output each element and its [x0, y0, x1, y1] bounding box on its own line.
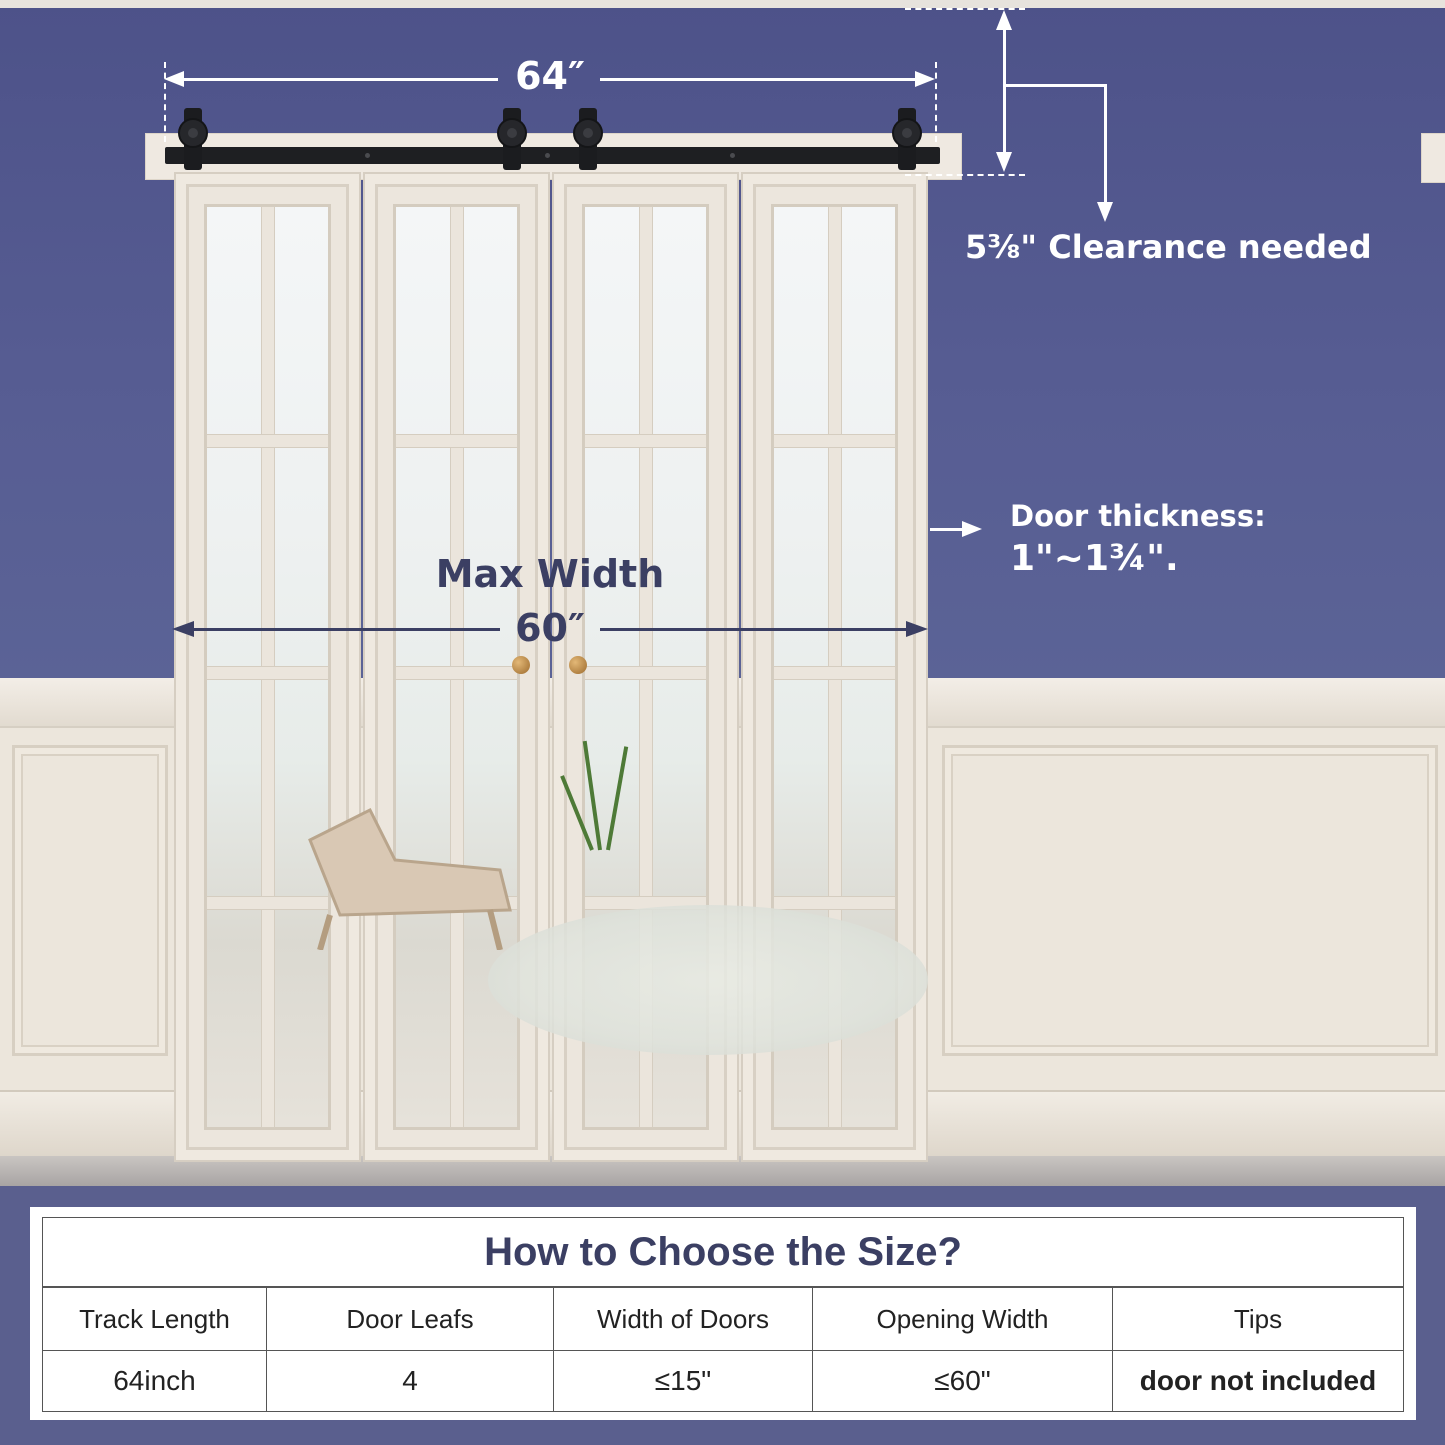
- arrow-right-icon: [915, 71, 935, 87]
- track-left-guide: [164, 62, 166, 142]
- clearance-bottom-guide: [905, 174, 1025, 176]
- cell-opening-width: ≤60": [812, 1350, 1113, 1412]
- clearance-dimension-line: [1003, 28, 1006, 154]
- clearance-leader-v: [1104, 84, 1107, 204]
- clearance-label: 5⅜" Clearance needed: [965, 228, 1372, 266]
- arrow-down-icon: [996, 152, 1012, 172]
- arrow-right-icon: [962, 521, 982, 537]
- arrow-left-icon: [164, 71, 184, 87]
- header-width-of-doors: Width of Doors: [553, 1287, 813, 1351]
- door-glass: [204, 204, 331, 1130]
- door-knob-icon: [569, 656, 587, 674]
- table-row: 64inch 4 ≤15" ≤60" door not included: [42, 1350, 1404, 1412]
- door-leaf-1: [174, 172, 361, 1162]
- door-thickness-value: 1"~1¾".: [1010, 538, 1179, 579]
- track-dimension-line-left: [180, 78, 498, 81]
- clearance-top-guide: [905, 8, 1025, 10]
- track-length-label: 64″: [515, 54, 585, 98]
- arrow-down-icon: [1097, 202, 1113, 222]
- barn-door-hardware-hanger-icon: [178, 108, 208, 170]
- ceiling-strip: [0, 0, 1445, 8]
- arrow-left-icon: [172, 621, 194, 637]
- arrow-up-icon: [996, 10, 1012, 30]
- cell-door-leafs: 4: [266, 1350, 554, 1412]
- side-header-board: [1421, 133, 1445, 183]
- cell-track-length: 64inch: [42, 1350, 267, 1412]
- header-track-length: Track Length: [42, 1287, 267, 1351]
- clearance-leader-h: [1006, 84, 1106, 87]
- room-scene: 64″ 5⅜" Clearance needed Door thickness:…: [0, 0, 1445, 1186]
- max-width-line-left: [190, 628, 500, 631]
- thickness-leader: [930, 528, 965, 531]
- barn-door-hardware-hanger-icon: [892, 108, 922, 170]
- header-door-leafs: Door Leafs: [266, 1287, 554, 1351]
- lounge-chair: [308, 807, 512, 950]
- table-header-row: Track Length Door Leafs Width of Doors O…: [42, 1287, 1404, 1351]
- cell-width-of-doors: ≤15": [553, 1350, 813, 1412]
- door-knob-icon: [512, 656, 530, 674]
- wall-panel-right: [942, 745, 1438, 1056]
- max-width-value: 60″: [515, 606, 585, 650]
- barn-door-hardware-hanger-icon: [497, 108, 527, 170]
- header-opening-width: Opening Width: [812, 1287, 1113, 1351]
- size-table: Track Length Door Leafs Width of Doors O…: [42, 1287, 1404, 1412]
- barn-door-hardware-hanger-icon: [573, 108, 603, 170]
- door-glass: [582, 204, 709, 1130]
- max-width-line-right: [600, 628, 910, 631]
- wall-panel-left: [12, 745, 168, 1056]
- arrow-right-icon: [906, 621, 928, 637]
- track-right-guide: [935, 62, 937, 142]
- size-guide-title: How to Choose the Size?: [42, 1217, 1404, 1287]
- track-dimension-line-right: [600, 78, 918, 81]
- door-thickness-label: Door thickness:: [1010, 499, 1266, 533]
- cell-tips: door not included: [1112, 1350, 1404, 1412]
- sliding-track-rail: [165, 147, 940, 164]
- patio-rug: [488, 905, 928, 1055]
- max-width-label: Max Width: [435, 552, 665, 596]
- size-guide-table: How to Choose the Size? Track Length Doo…: [30, 1207, 1416, 1420]
- header-tips: Tips: [1112, 1287, 1404, 1351]
